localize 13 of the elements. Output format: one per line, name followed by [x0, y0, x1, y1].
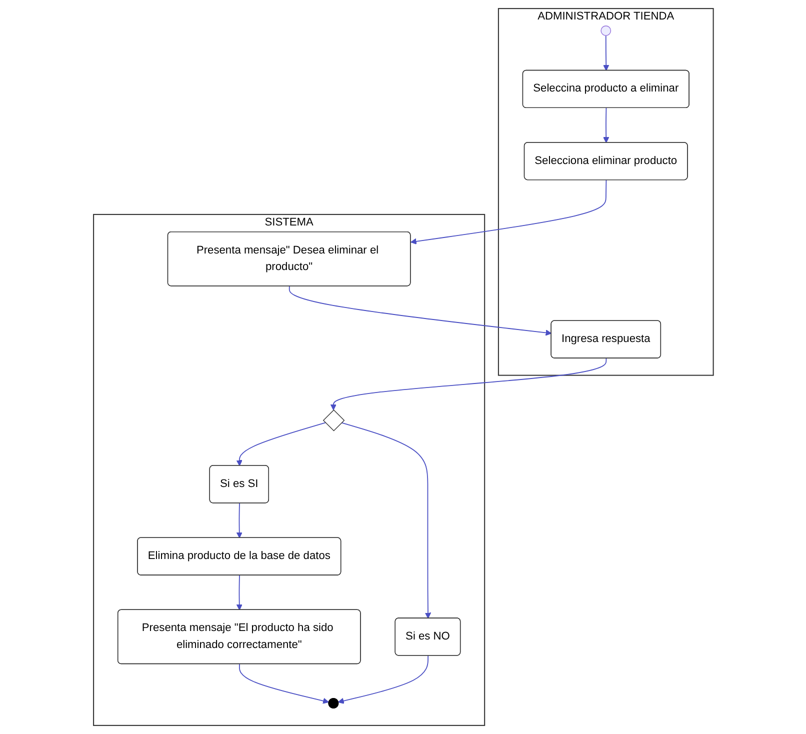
arrow [340, 422, 431, 619]
arrow [602, 35, 609, 71]
node-diamond [322, 409, 344, 432]
arrow [410, 180, 606, 244]
arrow [236, 502, 242, 538]
node-circle [600, 26, 611, 36]
arrow [330, 358, 606, 410]
arrow [238, 664, 329, 704]
arrow [337, 655, 428, 704]
arrow [288, 286, 552, 336]
arrow [236, 422, 326, 466]
arrow [602, 108, 609, 143]
arrow [236, 574, 242, 610]
